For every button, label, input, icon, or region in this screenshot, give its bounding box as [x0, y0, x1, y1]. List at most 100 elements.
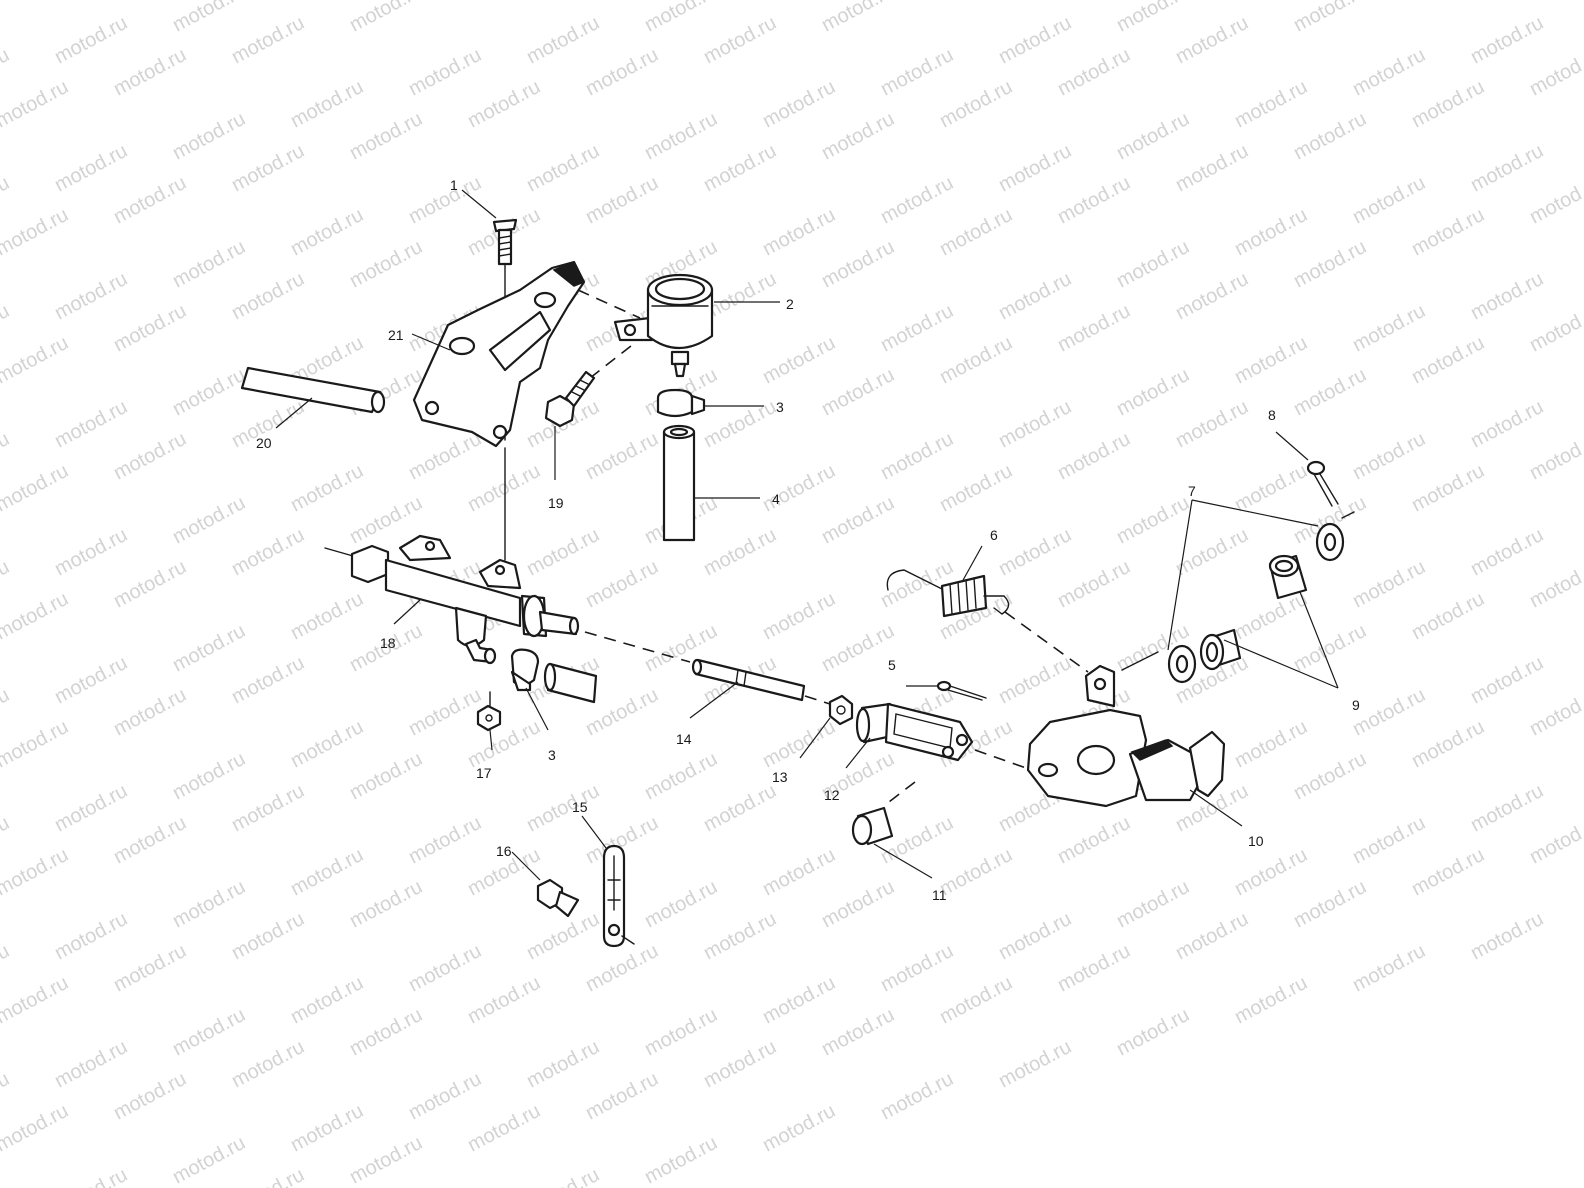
watermark-text: motod.ru	[523, 140, 603, 196]
watermark-text: motod.ru	[582, 940, 662, 996]
watermark-text: motod.ru	[936, 460, 1016, 516]
watermark-text: motod.ru	[582, 428, 662, 484]
watermark-text: motod.ru	[169, 748, 249, 804]
part-10-pedal	[1026, 664, 1226, 808]
watermark-text: motod.ru	[169, 492, 249, 548]
watermark-text: motod.ru	[877, 812, 957, 868]
watermark-text: motod.ru	[877, 428, 957, 484]
watermark-text: motod.ru	[1467, 12, 1547, 68]
watermark-text: motod.ru	[51, 524, 131, 580]
callout-17: 17	[476, 765, 492, 781]
callout-5: 5	[888, 657, 896, 673]
watermark-text: motod.ru	[523, 12, 603, 68]
watermark-text: motod.ru	[51, 12, 131, 68]
watermark-text: motod.ru	[51, 1036, 131, 1092]
watermark-text: motod.ru	[1349, 812, 1429, 868]
watermark-text: motod.ru	[346, 1132, 426, 1188]
watermark-text: motod.ru	[1290, 876, 1370, 932]
watermark-text: motod.ru	[1290, 236, 1370, 292]
watermark-text: motod.ru	[110, 556, 190, 612]
callout-10: 10	[1248, 833, 1264, 849]
watermark-text: motod.ru	[1231, 588, 1311, 644]
watermark-text: motod.ru	[936, 76, 1016, 132]
watermark-text: motod.ru	[818, 108, 898, 164]
watermark-text: motod.ru	[464, 1100, 544, 1156]
watermark-text: motod.ru	[228, 12, 308, 68]
part-16-plug	[536, 878, 580, 918]
callout-21: 21	[388, 327, 404, 343]
watermark-text: motod.ru	[110, 300, 190, 356]
watermark-text: motod.ru	[1408, 0, 1488, 4]
watermark-text: motod.ru	[1054, 812, 1134, 868]
watermark-text: motod.ru	[582, 172, 662, 228]
watermark-text: motod.ru	[287, 460, 367, 516]
watermark-text: motod.ru	[1231, 460, 1311, 516]
watermark-text: motod.ru	[1408, 588, 1488, 644]
watermark-text: motod.ru	[877, 172, 957, 228]
watermark-text: motod.ru	[346, 1004, 426, 1060]
watermark-text: motod.ru	[1231, 332, 1311, 388]
watermark-text: motod.ru	[1113, 876, 1193, 932]
watermark-text: motod.ru	[877, 300, 957, 356]
watermark-text: motod.ru	[464, 0, 544, 4]
hose-segment	[543, 662, 598, 704]
watermark-text: motod.ru	[1349, 556, 1429, 612]
watermark-text: motod.ru	[287, 76, 367, 132]
watermark-text: motod.ru	[464, 76, 544, 132]
watermark-text: motod.ru	[936, 0, 1016, 4]
watermark-text: motod.ru	[228, 1164, 308, 1188]
callout-12: 12	[824, 787, 840, 803]
callout-1: 1	[450, 177, 458, 193]
watermark-text: motod.ru	[0, 300, 13, 356]
watermark-text: motod.ru	[759, 588, 839, 644]
watermark-text: motod.ru	[1054, 428, 1134, 484]
watermark-text: motod.ru	[51, 396, 131, 452]
watermark-text: motod.ru	[405, 44, 485, 100]
watermark-text: motod.ru	[0, 844, 72, 900]
callout-18: 18	[380, 635, 396, 651]
watermark-text: motod.ru	[169, 236, 249, 292]
watermark-text: motod.ru	[405, 684, 485, 740]
part-8-cotter-pin	[1306, 460, 1339, 507]
watermark-text: motod.ru	[877, 44, 957, 100]
watermark-text: motod.ru	[1408, 460, 1488, 516]
callout-16: 16	[496, 843, 512, 859]
watermark-text: motod.ru	[287, 1100, 367, 1156]
watermark-text: motod.ru	[818, 236, 898, 292]
watermark-text: motod.ru	[759, 332, 839, 388]
watermark-text: motod.ru	[228, 908, 308, 964]
callout-14: 14	[676, 731, 692, 747]
part-18-master-cylinder	[350, 534, 580, 665]
watermark-text: motod.ru	[0, 332, 72, 388]
watermark-text: motod.ru	[287, 588, 367, 644]
watermark-text: motod.ru	[936, 204, 1016, 260]
part-14-push-rod	[691, 658, 806, 702]
watermark-text: motod.ru	[169, 108, 249, 164]
watermark-text: motod.ru	[1231, 844, 1311, 900]
watermark-text: motod.ru	[287, 972, 367, 1028]
watermark-text: motod.ru	[0, 1068, 13, 1124]
watermark-text: motod.ru	[1113, 108, 1193, 164]
watermark-text: motod.ru	[1526, 300, 1584, 356]
watermark-text: motod.ru	[700, 780, 780, 836]
watermark-text: motod.ru	[464, 460, 544, 516]
watermark-text: motod.ru	[759, 1100, 839, 1156]
part-3-clamp-upper	[656, 388, 706, 418]
watermark-text: motod.ru	[818, 876, 898, 932]
watermark-text: motod.ru	[1113, 364, 1193, 420]
watermark-text: motod.ru	[759, 844, 839, 900]
watermark-text: motod.ru	[346, 748, 426, 804]
part-7-washer-right	[1315, 522, 1345, 562]
watermark-text: motod.ru	[287, 0, 367, 4]
watermark-text: motod.ru	[582, 1068, 662, 1124]
watermark-text: motod.ru	[1467, 780, 1547, 836]
watermark-text: motod.ru	[1231, 204, 1311, 260]
callout-2: 2	[786, 296, 794, 312]
watermark-text: motod.ru	[0, 1100, 72, 1156]
watermark-text: motod.ru	[1231, 716, 1311, 772]
watermark-text: motod.ru	[995, 268, 1075, 324]
watermark-text: motod.ru	[759, 76, 839, 132]
watermark-text: motod.ru	[51, 908, 131, 964]
watermark-text: motod.ru	[995, 1036, 1075, 1092]
